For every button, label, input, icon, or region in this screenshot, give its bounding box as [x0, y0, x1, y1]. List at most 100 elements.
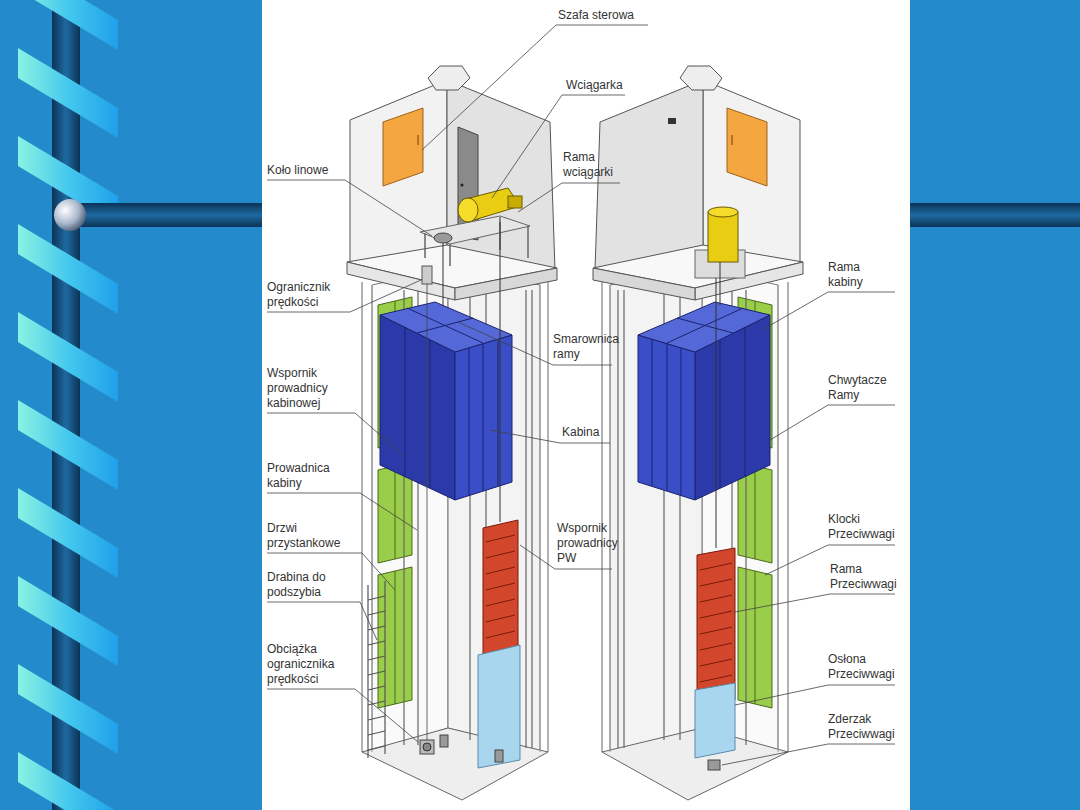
block-line	[700, 595, 732, 602]
counterweight	[483, 520, 518, 668]
sheave	[434, 233, 452, 243]
motor-end	[458, 198, 478, 222]
part-label: Obciążka ogranicznika prędkości	[267, 642, 347, 687]
white-panel	[262, 0, 910, 810]
door-knob	[461, 184, 464, 187]
sphere	[54, 199, 86, 231]
part-label: Wspornik prowadnicy PW	[557, 521, 627, 566]
ribbons	[18, 0, 118, 810]
ribbon	[18, 224, 118, 314]
buffer	[495, 750, 503, 762]
part-label: Zderzak Przeciwwagi	[828, 712, 908, 742]
leg	[449, 244, 451, 266]
leader-line	[267, 602, 377, 640]
leader-lines	[267, 25, 895, 765]
rung	[368, 671, 385, 675]
ribbon	[18, 488, 118, 578]
rope	[500, 222, 501, 522]
leader-line	[492, 95, 625, 198]
ladder-rail	[367, 585, 368, 758]
ladder-rail	[384, 581, 385, 754]
counterweight-guard	[478, 645, 520, 768]
ribbon	[18, 576, 118, 666]
ribbon	[18, 0, 118, 50]
part-label: Smarownica ramy	[553, 332, 627, 362]
part-label: Rama wciągarki	[563, 150, 625, 180]
leader-line	[422, 25, 648, 150]
ribbon	[18, 752, 118, 810]
buffer	[440, 735, 448, 747]
part-label: Kabina	[562, 425, 599, 440]
pit-ladder	[368, 581, 385, 758]
part-label: Szafa sterowa	[558, 8, 634, 23]
counterweight-guard	[695, 683, 735, 758]
rung	[368, 716, 385, 720]
block-line	[700, 659, 732, 666]
rung	[368, 656, 385, 660]
ribbon	[18, 48, 118, 138]
rope	[720, 262, 721, 305]
governor-weight	[420, 740, 434, 754]
leader-line	[267, 180, 432, 236]
block-line	[700, 627, 732, 634]
leg	[424, 233, 426, 258]
motor-end	[708, 207, 738, 217]
speed-governor	[422, 266, 432, 284]
right-extras	[668, 118, 745, 770]
rope	[716, 278, 717, 548]
leader-line	[267, 280, 421, 312]
part-label: Rama Przeciwwagi	[830, 562, 908, 592]
bar	[910, 203, 1080, 227]
block-line	[486, 535, 515, 542]
block-line	[486, 615, 515, 622]
leader-line	[762, 292, 895, 330]
left-shaft	[347, 66, 557, 800]
part-label: Drzwi przystankowe	[267, 521, 353, 551]
part-label: Chwytacze Ramy	[828, 373, 908, 403]
leader-line	[518, 183, 620, 212]
part-label: Wspornik prowadnicy kabinowej	[267, 366, 347, 411]
rope	[443, 243, 444, 306]
counterweight-blocks	[700, 563, 732, 682]
part-label: Klocki Przeciwwagi	[828, 512, 908, 542]
rung	[368, 596, 385, 600]
part-label: Ogranicznik prędkości	[267, 280, 349, 310]
counterweight-blocks	[486, 535, 515, 638]
block-line	[700, 675, 732, 682]
rung	[368, 626, 385, 630]
leader-line	[267, 413, 403, 455]
vent	[668, 118, 676, 124]
block-line	[700, 611, 732, 618]
leader-line	[735, 594, 895, 612]
part-label: Rama kabiny	[828, 260, 888, 290]
block-line	[700, 563, 732, 570]
leader-line	[722, 744, 895, 765]
buffer	[708, 760, 720, 770]
rung	[368, 641, 385, 645]
part-label: Koło linowe	[267, 163, 328, 178]
rung	[368, 686, 385, 690]
leader-line	[770, 405, 895, 440]
leader-line	[735, 685, 895, 705]
block-line	[486, 583, 515, 590]
block-line	[486, 551, 515, 558]
rung	[368, 731, 385, 735]
block-line	[486, 599, 515, 606]
gearbox	[508, 196, 522, 208]
frame-legs	[425, 217, 528, 266]
governor-pulley	[423, 743, 431, 751]
block-line	[486, 567, 515, 574]
block-line	[486, 631, 515, 638]
ribbon	[18, 664, 118, 754]
part-label: Drabina do podszybia	[267, 570, 339, 600]
part-label: Prowadnica kabiny	[267, 461, 347, 491]
block-line	[700, 579, 732, 586]
rung	[368, 611, 385, 615]
leader-line	[267, 689, 418, 742]
left-extras	[368, 127, 530, 768]
ribbon	[18, 400, 118, 490]
